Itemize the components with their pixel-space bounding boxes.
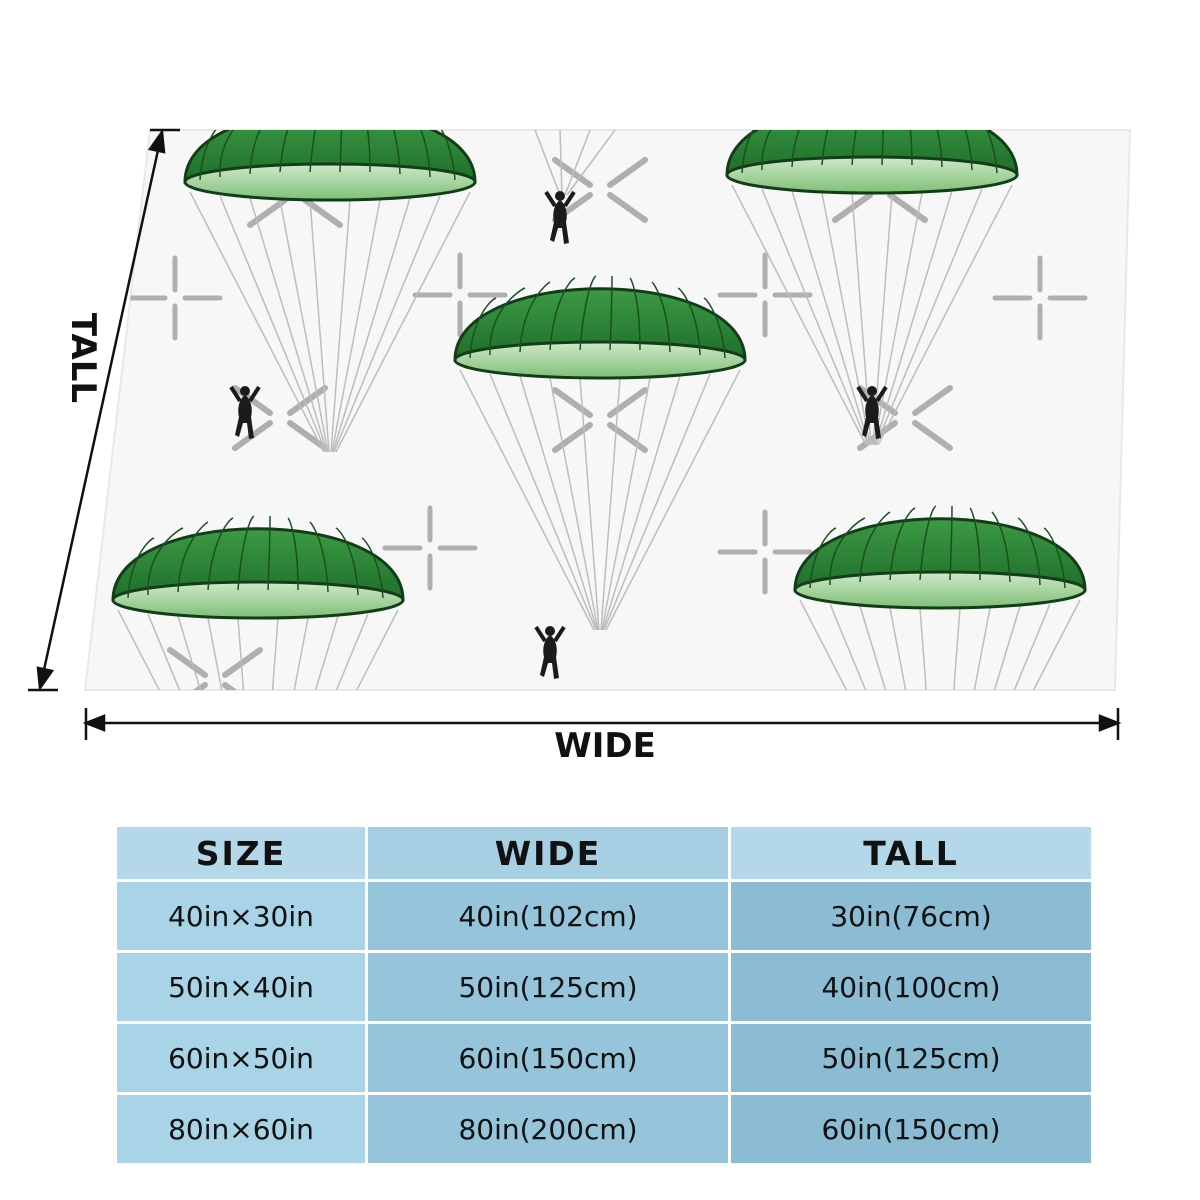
tall-dimension-label: TALL: [63, 312, 104, 404]
tall-cell: 60in(150cm): [731, 1095, 1091, 1163]
tall-cell: 30in(76cm): [731, 882, 1091, 950]
width-dimension-arrow: [82, 708, 1122, 740]
size-cell: 80in×60in: [117, 1095, 365, 1163]
table-row: 40in×30in 40in(102cm) 30in(76cm): [117, 882, 1091, 950]
wide-cell: 80in(200cm): [368, 1095, 728, 1163]
tall-cell: 40in(100cm): [731, 953, 1091, 1021]
parachute-icon: [183, 130, 477, 202]
blanket-illustration: [28, 128, 1132, 740]
header-wide: WIDE: [368, 827, 728, 879]
wide-cell: 50in(125cm): [368, 953, 728, 1021]
wide-cell: 40in(102cm): [368, 882, 728, 950]
wide-dimension-label: WIDE: [554, 726, 656, 766]
wide-cell: 60in(150cm): [368, 1024, 728, 1092]
parachute-lines: [534, 130, 616, 196]
size-cell: 50in×40in: [117, 953, 365, 1021]
table-row: 50in×40in 50in(125cm) 40in(100cm): [117, 953, 1091, 1021]
size-chart-table: SIZE WIDE TALL 40in×30in 40in(102cm) 30i…: [114, 824, 1094, 1166]
size-cell: 40in×30in: [117, 882, 365, 950]
table-header-row: SIZE WIDE TALL: [117, 827, 1091, 879]
header-tall: TALL: [731, 827, 1091, 879]
table-row: 80in×60in 80in(200cm) 60in(150cm): [117, 1095, 1091, 1163]
parachute-icon: [725, 130, 1019, 195]
tall-cell: 50in(125cm): [731, 1024, 1091, 1092]
size-cell: 60in×50in: [117, 1024, 365, 1092]
header-size: SIZE: [117, 827, 365, 879]
table-row: 60in×50in 60in(150cm) 50in(125cm): [117, 1024, 1091, 1092]
height-dimension-arrow: [28, 128, 180, 692]
